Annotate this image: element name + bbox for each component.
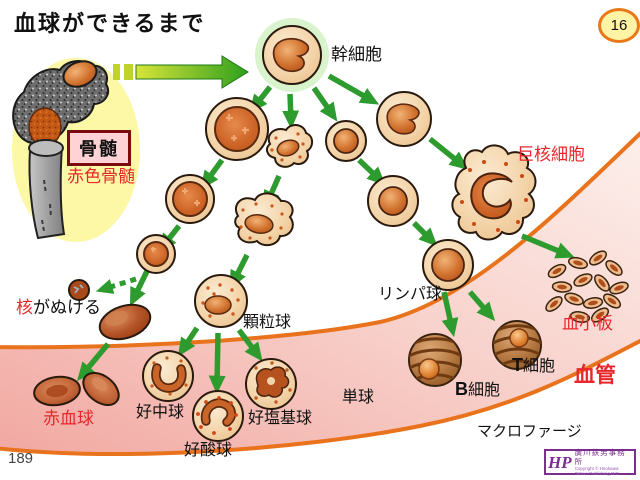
lymphocyte-cell bbox=[422, 239, 474, 291]
page-title: 血球ができるまで bbox=[14, 11, 206, 36]
lymphoid-progenitor-cell bbox=[325, 120, 367, 162]
megakaryocyte-cell bbox=[451, 144, 537, 241]
flow-arrow bbox=[129, 269, 150, 307]
neutrophil-cell bbox=[142, 350, 194, 402]
flow-arrow bbox=[428, 136, 469, 170]
bone-collar bbox=[28, 139, 64, 157]
flow-arrow bbox=[236, 328, 263, 362]
slide-number: 16 bbox=[610, 17, 628, 34]
publisher-copyright: Copyright © Hirokawa Tetsuo Publishing I… bbox=[574, 465, 621, 476]
t-cell-prefix: T bbox=[512, 355, 523, 375]
bone-marrow-box: 骨髄 bbox=[67, 130, 131, 166]
b-cell bbox=[408, 333, 462, 387]
eosinophil-cell bbox=[192, 390, 244, 442]
bone-to-stem-arrow bbox=[113, 55, 249, 89]
flow-arrow bbox=[520, 233, 575, 259]
flow-arrow bbox=[441, 291, 459, 338]
eosinophil-label: 好酸球 bbox=[184, 442, 233, 459]
myeloblast-cell bbox=[266, 124, 314, 168]
nucleus-removed-tail: がぬける bbox=[33, 298, 101, 317]
monocyte-label: 単球 bbox=[342, 389, 375, 406]
bone-illustration bbox=[12, 58, 140, 242]
flow-arrow bbox=[229, 253, 250, 290]
vessel-lower-wall bbox=[0, 338, 640, 456]
flow-arrow bbox=[282, 93, 300, 130]
b-cell-prefix: B bbox=[455, 379, 468, 399]
bone-marrow-label: 骨髄 bbox=[79, 139, 119, 159]
bone-cap bbox=[62, 60, 98, 88]
t-cell-suffix: 細胞 bbox=[523, 358, 556, 375]
vessel-upper-wall bbox=[0, 130, 640, 350]
granulocyte-label: 顆粒球 bbox=[243, 314, 292, 331]
publisher-logo: HP 廣川鉄男事務所 Copyright © Hirokawa Tetsuo P… bbox=[544, 447, 636, 476]
red-blood-cell-label: 赤血球 bbox=[43, 409, 94, 428]
page-number: 189 bbox=[8, 450, 34, 467]
flow-arrow bbox=[467, 290, 496, 322]
platelets-label: 血小板 bbox=[562, 314, 613, 333]
lymphocyte-label: リンパ球 bbox=[378, 286, 443, 303]
b-cell-suffix: 細胞 bbox=[468, 382, 501, 399]
flow-arrow bbox=[311, 86, 338, 122]
late-erythroblast-cell bbox=[136, 234, 176, 274]
promyelocyte-cell bbox=[234, 192, 294, 247]
proerythroblast-cell bbox=[205, 97, 269, 161]
platelet-cluster bbox=[545, 250, 629, 323]
flow-arrow bbox=[412, 221, 438, 247]
flow-arrow bbox=[177, 326, 200, 357]
bone-shaft bbox=[28, 144, 66, 240]
flow-arrows bbox=[77, 73, 575, 395]
granulocyte-cell bbox=[194, 274, 248, 328]
t-cell-label: T細胞 bbox=[512, 355, 556, 376]
basophil-label: 好塩基球 bbox=[248, 410, 313, 427]
blood-vessel-label: 血管 bbox=[574, 364, 616, 387]
b-cell-label: B細胞 bbox=[455, 379, 501, 400]
t-cell bbox=[492, 320, 542, 370]
flow-arrow bbox=[249, 85, 273, 114]
flow-arrow bbox=[327, 73, 380, 105]
publisher-name: 廣川鉄男事務所 bbox=[574, 447, 626, 466]
stem-cell bbox=[255, 18, 329, 92]
reticulocyte-cell bbox=[98, 303, 152, 341]
prolymphocyte-cell bbox=[367, 175, 419, 227]
flow-arrow bbox=[200, 158, 225, 190]
nucleus-removed-label: 核がぬける bbox=[16, 298, 101, 318]
progenitor-bean-cell bbox=[376, 91, 432, 147]
megakaryocyte-label: 巨核細胞 bbox=[517, 145, 585, 164]
flow-arrow bbox=[357, 158, 386, 186]
red-bone-marrow-label: 赤色骨髄 bbox=[67, 167, 135, 186]
flow-arrow bbox=[208, 332, 226, 395]
slide-number-badge: 16 bbox=[598, 8, 640, 43]
red-blood-cells bbox=[33, 371, 120, 407]
neutrophil-label: 好中球 bbox=[136, 404, 185, 421]
nucleus-removed-head: 核 bbox=[16, 298, 33, 317]
stem-cell-label: 幹細胞 bbox=[331, 45, 382, 64]
erythroblast-cell bbox=[165, 174, 215, 224]
nucleus-expelled-arrow bbox=[95, 276, 137, 294]
macrophage-label: マクロファージ bbox=[477, 423, 582, 440]
expelled-nucleus bbox=[68, 279, 90, 301]
publisher-initials: HP bbox=[548, 452, 572, 472]
basophil-cell bbox=[245, 358, 297, 410]
flow-arrow bbox=[77, 342, 111, 382]
